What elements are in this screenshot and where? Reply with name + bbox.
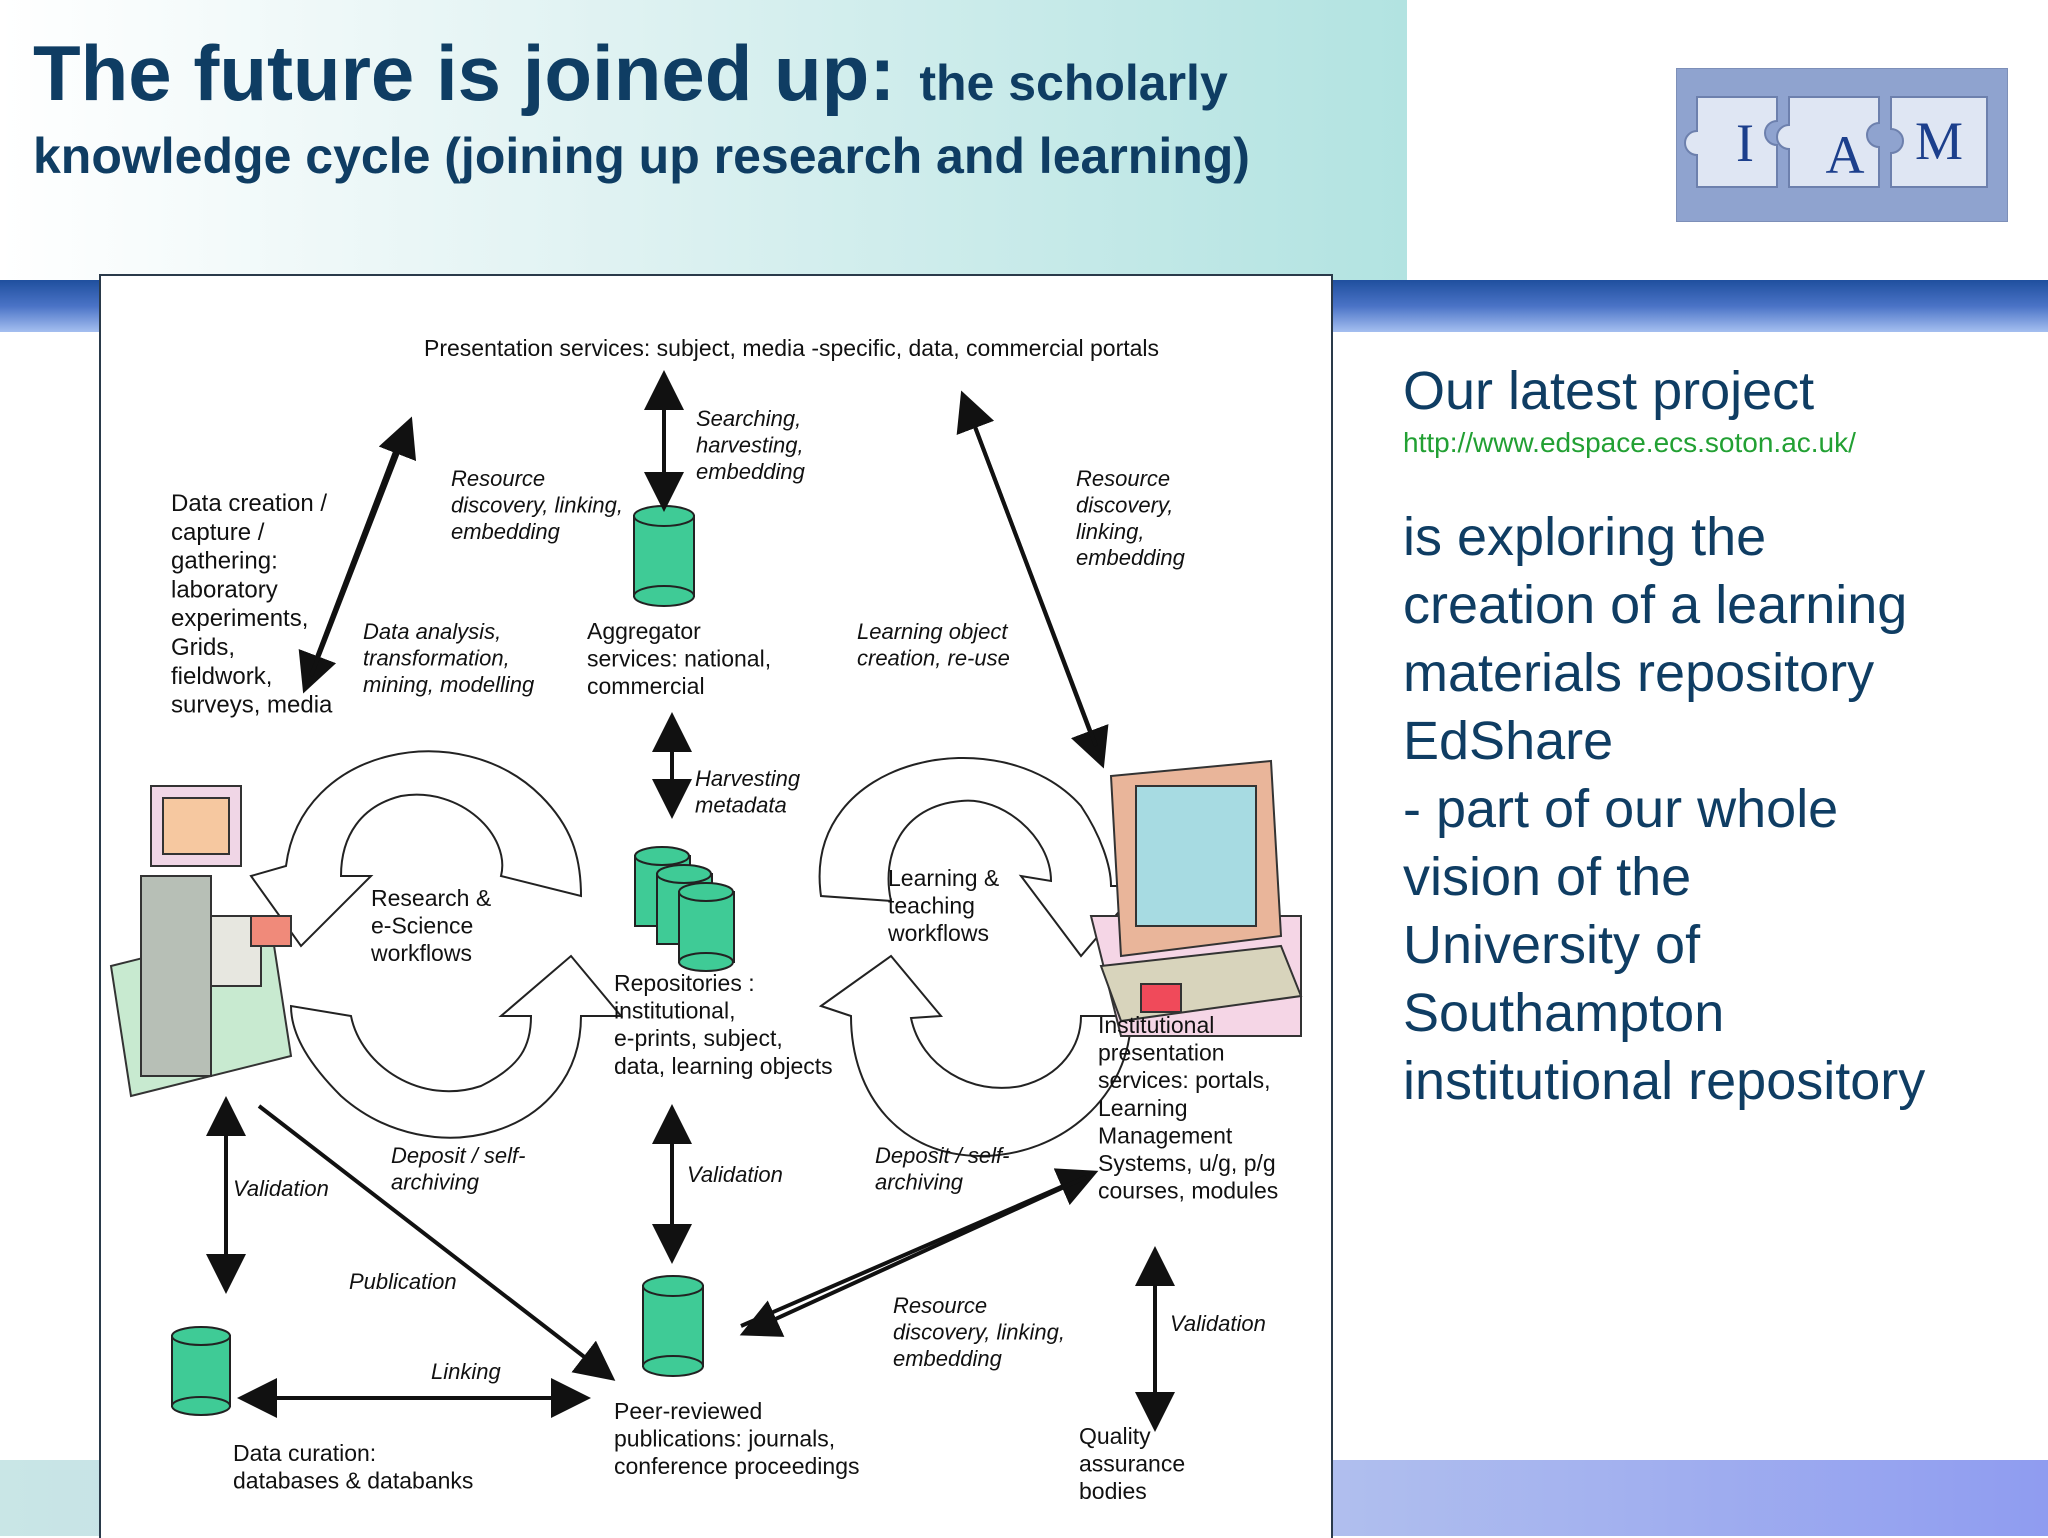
puzzle-logo-icon: I A M [1677, 69, 2007, 221]
label-data-curation: Data curation:databases & databanks [233, 1440, 473, 1494]
label-validation-mid: Validation [687, 1162, 783, 1187]
arrow-resource-right-up [956, 390, 1098, 747]
title-main: The future is joined up: [33, 29, 896, 117]
label-presentation-services: Presentation services: subject, media -s… [424, 335, 1159, 361]
label-searching: Searching,harvesting,embedding [696, 406, 806, 484]
slide-title: The future is joined up: the scholarly kn… [33, 28, 1393, 185]
label-validation-left: Validation [233, 1176, 329, 1201]
header-band [0, 0, 1407, 280]
label-validation-right: Validation [1170, 1311, 1266, 1336]
arrow-deposit-right-back [739, 1175, 1087, 1337]
arrow-resource-left-up [309, 416, 417, 677]
side-panel: Our latest project http://www.edspace.ec… [1403, 361, 2023, 1115]
arrow-publication [257, 1104, 616, 1381]
label-data-creation: Data creation /capture /gathering:labora… [171, 490, 333, 719]
logo-letter-i: I [1736, 113, 1754, 173]
project-description: is exploring the creation of a learning … [1403, 507, 1926, 1112]
label-data-analysis: Data analysis,transformation,mining, mod… [363, 619, 535, 697]
label-linking: Linking [431, 1359, 501, 1384]
cycle-arrow-learning-bottom [818, 954, 1133, 1158]
logo-letter-m: M [1915, 111, 1963, 171]
desktop-computer-icon [109, 785, 293, 1098]
label-repositories: Repositories :institutional,e-prints, su… [614, 970, 833, 1079]
project-url-link[interactable]: http://www.edspace.ecs.soton.ac.uk/ [1403, 427, 1856, 459]
project-heading: Our latest project [1403, 361, 1815, 421]
aggregator-database-icon [633, 505, 695, 607]
cycle-arrow-research-bottom [289, 954, 624, 1139]
repositories-database-icon [634, 846, 735, 972]
cycle-arrow-learning-top [818, 756, 1144, 958]
scholarly-knowledge-cycle-diagram: Presentation services: subject, media -s… [99, 274, 1333, 1538]
label-deposit-right: Deposit / self-archiving [875, 1143, 1010, 1194]
logo-letter-a: A [1826, 125, 1865, 185]
laptop-computer-icon [1089, 759, 1303, 1037]
label-deposit-left: Deposit / self-archiving [391, 1143, 526, 1194]
publications-database-icon [642, 1275, 704, 1377]
title-sub-2: knowledge cycle (joining up research and… [33, 128, 1250, 184]
title-sub-1: the scholarly [919, 55, 1228, 111]
diagram-canvas: Presentation services: subject, media -s… [109, 335, 1303, 1504]
cycle-arrow-research-top [249, 750, 583, 948]
data-curation-database-icon [171, 1326, 231, 1416]
label-publication: Publication [349, 1269, 457, 1294]
iam-logo: I A M [1676, 68, 2008, 222]
